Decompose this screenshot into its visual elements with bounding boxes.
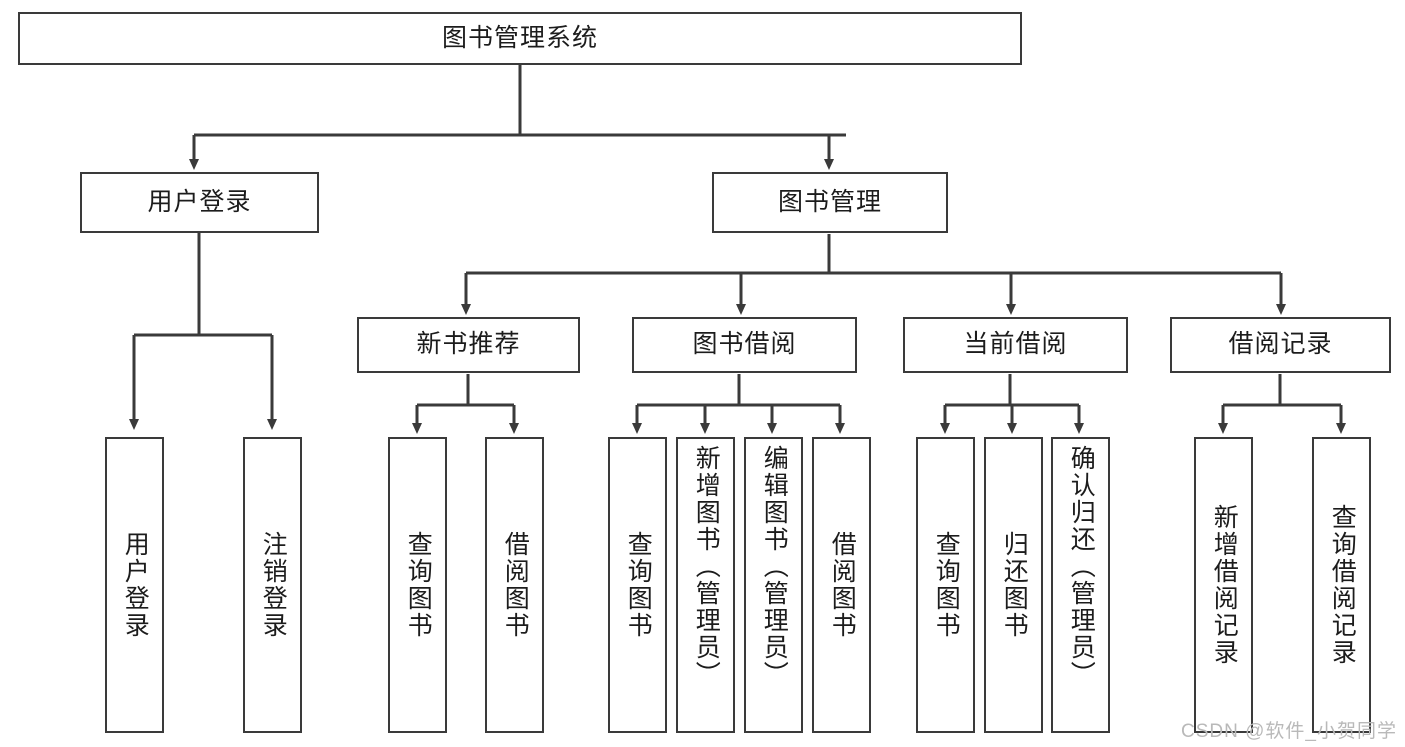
leaf-borrow-book-recommend[interactable]: 借阅图书 <box>485 437 544 733</box>
node-book-management-system[interactable]: 图书管理系统 <box>18 12 1022 65</box>
node-label: 确认归还（管理员） <box>1067 445 1096 688</box>
node-label: 图书管理 <box>777 187 882 216</box>
node-current-borrow[interactable]: 当前借阅 <box>903 317 1128 373</box>
node-label: 新书推荐 <box>416 330 521 359</box>
node-label: 查询图书 <box>624 531 653 639</box>
node-label: 查询图书 <box>932 531 961 639</box>
leaf-query-book-current[interactable]: 查询图书 <box>916 437 975 733</box>
csdn-watermark: CSDN @软件_小贺同学 <box>1181 721 1397 742</box>
leaf-edit-book-admin[interactable]: 编辑图书（管理员） <box>744 437 803 733</box>
node-book-borrow[interactable]: 图书借阅 <box>632 317 857 373</box>
leaf-borrow-book[interactable]: 借阅图书 <box>812 437 871 733</box>
leaf-query-book-recommend[interactable]: 查询图书 <box>388 437 447 733</box>
node-label: 借阅记录 <box>1228 330 1333 359</box>
leaf-add-book-admin[interactable]: 新增图书（管理员） <box>676 437 735 733</box>
node-borrow-record[interactable]: 借阅记录 <box>1170 317 1391 373</box>
node-label: 查询借阅记录 <box>1328 504 1357 666</box>
node-label: 借阅图书 <box>501 531 530 639</box>
node-label: 借阅图书 <box>828 531 857 639</box>
leaf-return-book[interactable]: 归还图书 <box>984 437 1043 733</box>
node-label: 归还图书 <box>1000 531 1029 639</box>
leaf-add-borrow-record[interactable]: 新增借阅记录 <box>1194 437 1253 733</box>
leaf-confirm-return-admin[interactable]: 确认归还（管理员） <box>1051 437 1110 733</box>
node-label: 用户登录 <box>147 187 252 216</box>
node-new-book-recommend[interactable]: 新书推荐 <box>357 317 580 373</box>
node-label: 当前借阅 <box>963 330 1068 359</box>
node-label: 编辑图书（管理员） <box>760 445 789 688</box>
node-label: 用户登录 <box>121 531 150 639</box>
node-book-management[interactable]: 图书管理 <box>712 172 948 233</box>
leaf-user-login[interactable]: 用户登录 <box>105 437 164 733</box>
node-label: 注销登录 <box>259 531 288 639</box>
node-label: 图书借阅 <box>692 330 797 359</box>
node-label: 新增图书（管理员） <box>692 445 721 688</box>
node-user-login[interactable]: 用户登录 <box>80 172 319 233</box>
node-label: 图书管理系统 <box>441 23 598 52</box>
node-label: 查询图书 <box>404 531 433 639</box>
leaf-query-borrow-record[interactable]: 查询借阅记录 <box>1312 437 1371 733</box>
leaf-query-book-borrow[interactable]: 查询图书 <box>608 437 667 733</box>
node-label: 新增借阅记录 <box>1210 504 1239 666</box>
leaf-logout[interactable]: 注销登录 <box>243 437 302 733</box>
